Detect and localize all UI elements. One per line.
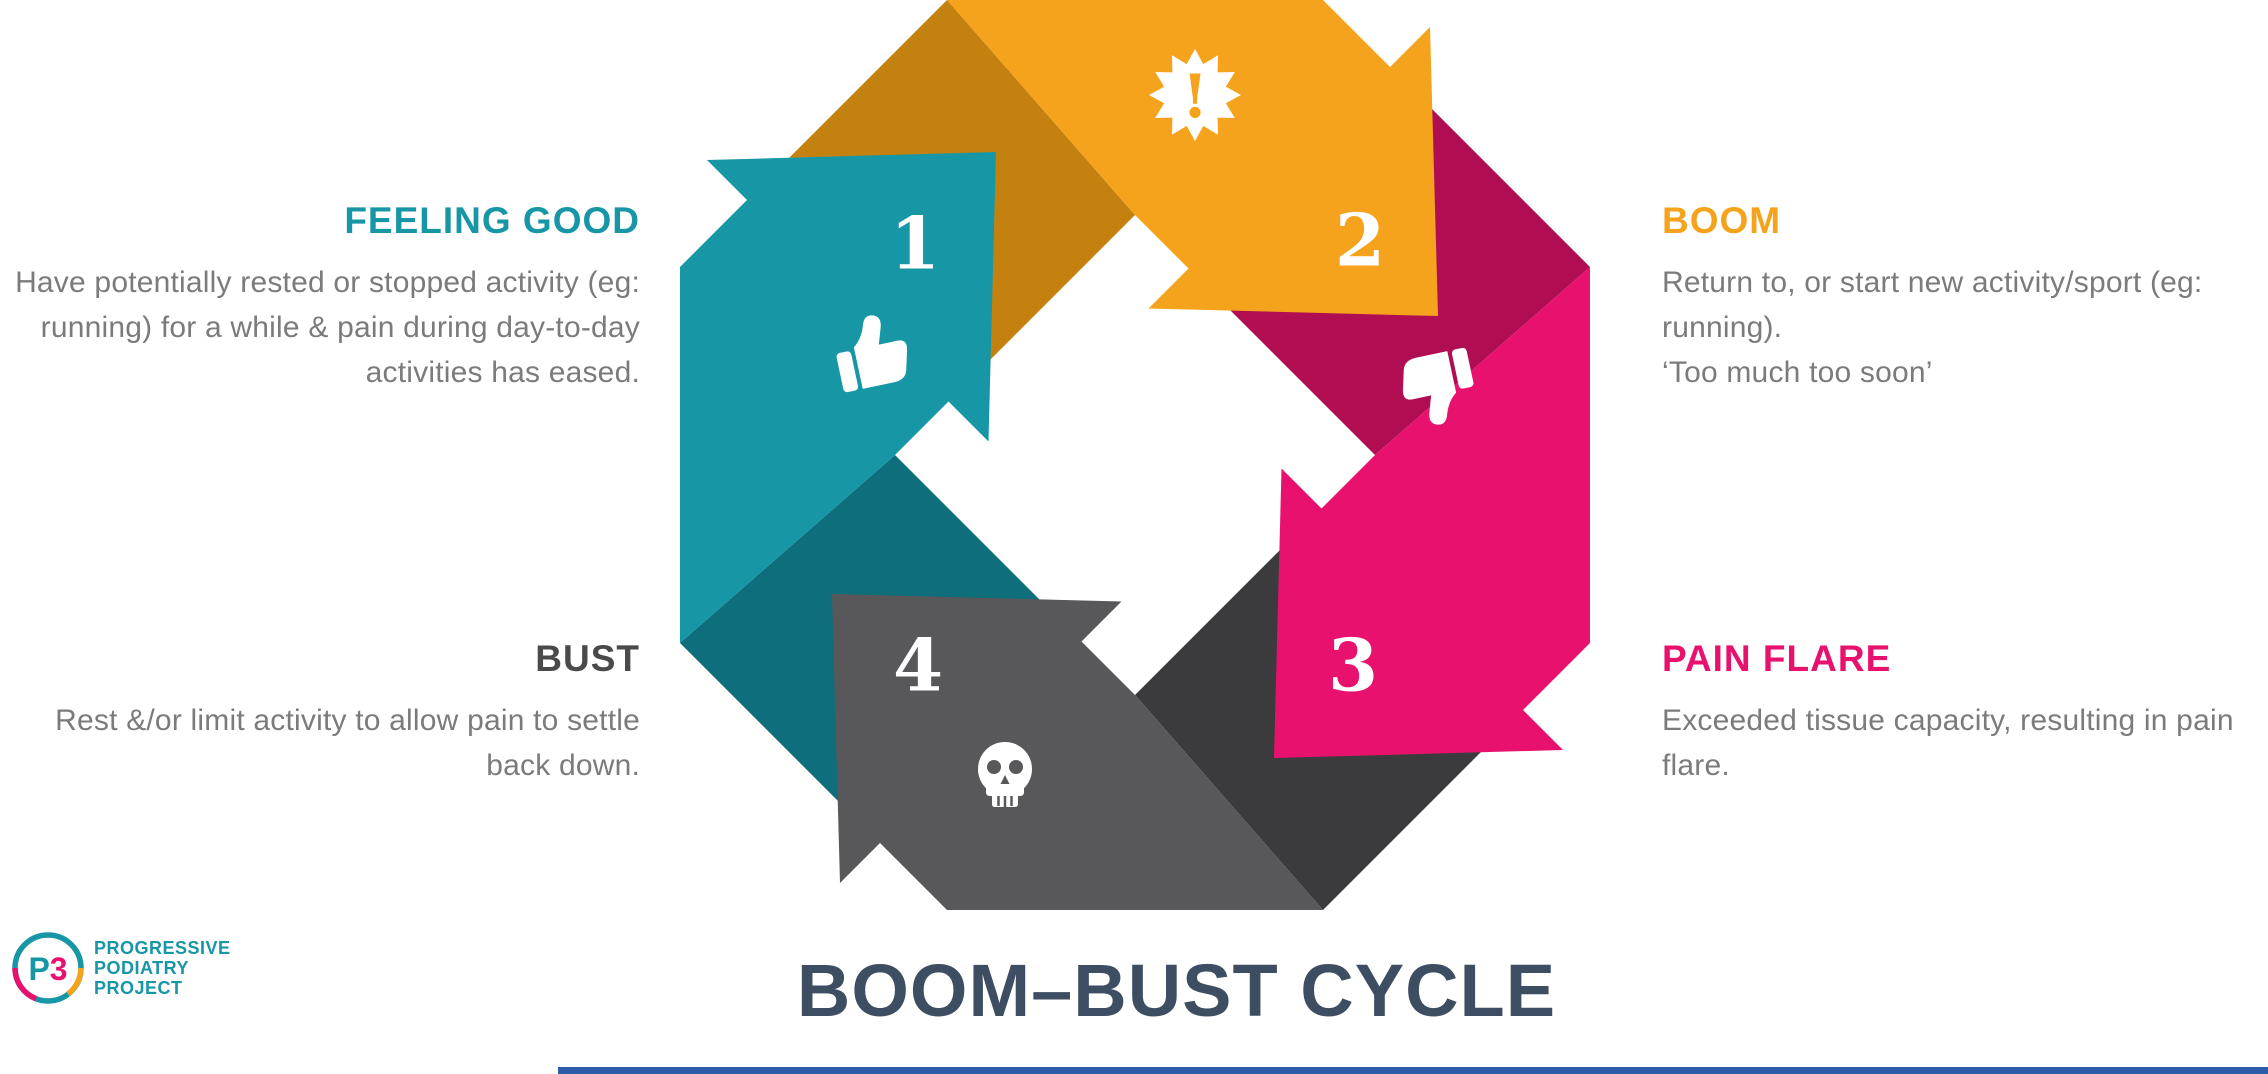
arrow-4-bust (832, 594, 1323, 910)
burst-exclamation-char: ! (1182, 62, 1208, 132)
pain-flare-description: Exceeded tissue capacity, resulting in p… (1662, 704, 2234, 782)
logo-line-2: PODIATRY (94, 958, 190, 978)
logo-text: PROGRESSIVE PODIATRY PROJECT (94, 938, 231, 998)
boom-block: BOOM Return to, or start new activity/sp… (1662, 200, 2262, 395)
step-2-number: 2 (1335, 198, 1385, 283)
pain-flare-heading: PAIN FLARE (1662, 638, 1892, 679)
logo-line-1: PROGRESSIVE (94, 938, 231, 958)
step-1-number: 1 (890, 201, 940, 286)
diagram-title: BOOM–BUST CYCLE (796, 949, 1557, 1032)
bust-heading: BUST (535, 638, 640, 679)
p3-logo-ring: P3 (12, 932, 84, 1004)
p3-logo: P3 PROGRESSIVE PODIATRY PROJECT (8, 928, 231, 1008)
step-4-number: 4 (893, 623, 943, 708)
bust-block: BUST Rest &/or limit activity to allow p… (10, 638, 640, 788)
logo-line-3: PROJECT (94, 978, 183, 998)
feeling-good-block: FEELING GOOD Have potentially rested or … (10, 200, 640, 395)
boom-heading: BOOM (1662, 200, 1782, 241)
bust-description: Rest &/or limit activity to allow pain t… (55, 704, 640, 782)
feeling-good-description: Have potentially rested or stopped activ… (15, 266, 640, 389)
p3-logo-monogram: P3 (28, 951, 67, 987)
arrow-1-feeling-good (680, 152, 996, 643)
arrow-bodies (680, 0, 1590, 910)
step-3-number: 3 (1328, 623, 1378, 708)
burst-exclamation-icon: ! (1149, 49, 1241, 141)
boom-description: Return to, or start new activity/sport (… (1662, 266, 2203, 389)
arrow-2-boom (947, 0, 1438, 316)
arrow-3-pain-flare (1274, 267, 1590, 758)
footer-accent-bar (558, 1067, 2268, 1074)
burst-shape (1149, 49, 1241, 141)
cycle-diagram: 1 2 3 4 ! (680, 0, 1590, 910)
skull-icon (978, 742, 1032, 807)
step-numbers: 1 2 3 4 (890, 198, 1385, 708)
feeling-good-heading: FEELING GOOD (344, 200, 640, 241)
pain-flare-block: PAIN FLARE Exceeded tissue capacity, res… (1662, 638, 2262, 788)
